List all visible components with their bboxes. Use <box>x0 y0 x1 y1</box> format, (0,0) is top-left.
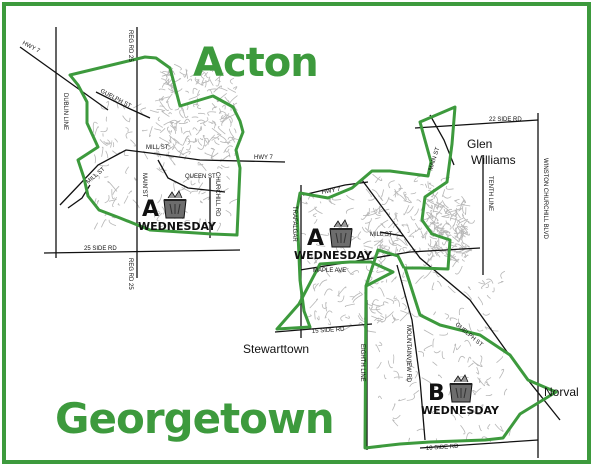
georgetown-zone-a: A WEDNESDAY <box>294 219 373 262</box>
georgetown-zone-b: B WEDNESDAY <box>421 374 500 417</box>
recycling-bin-icon <box>163 190 187 219</box>
label-eighth-line: EIGHTH LINE <box>359 344 365 382</box>
label-winston-churchill: WINSTON CHURCHILL BLVD <box>542 158 548 240</box>
acton-boundary <box>68 55 245 237</box>
place-stewarttown: Stewarttown <box>243 342 309 356</box>
place-williams: Williams <box>471 153 516 167</box>
label-reg-rd-25-bottom: REG RD 25 <box>127 258 133 290</box>
label-maple-ave: MAPLE AVE <box>313 268 346 274</box>
label-hwy-7: HWY 7 <box>321 187 341 196</box>
recycling-bin-icon <box>449 374 473 403</box>
road-maple-ave <box>299 247 481 271</box>
acton-major-roads <box>19 27 286 278</box>
label-main-st: MAIN ST <box>141 173 147 198</box>
label-hwy-7-nw: HWY 7 <box>21 40 41 54</box>
georgetown-title: Georgetown <box>55 394 335 443</box>
label-reg-rd-25-top: REG RD 25 <box>127 30 133 62</box>
road-queen-st <box>157 159 226 193</box>
road-mill-st <box>379 231 404 237</box>
label-mill-st: MILL ST <box>146 145 169 151</box>
road-guelph-st <box>361 179 561 421</box>
label-mountainview: MOUNTAINVIEW RD <box>405 325 411 383</box>
zone-day: WEDNESDAY <box>138 220 217 233</box>
zone-letter: B <box>428 381 445 406</box>
acton-title: Acton <box>193 40 319 86</box>
label-10-side-rd: 10 SIDE RD <box>426 444 460 452</box>
zone-day: WEDNESDAY <box>421 404 500 417</box>
label-tenth-line: TENTH LINE <box>487 176 493 211</box>
place-norval: Norval <box>544 385 579 399</box>
road-10-side-rd <box>419 439 539 449</box>
label-25-side-rd: 25 SIDE RD <box>84 246 117 252</box>
road-22-side-rd <box>414 119 539 129</box>
road-25-side-rd <box>43 249 241 254</box>
label-trafalgar: TRAFALGAR <box>291 206 297 242</box>
zone-letter: A <box>142 197 159 222</box>
zone-letter: A <box>307 226 324 251</box>
road-15-side-rd <box>274 323 373 333</box>
label-dublin-line: DUBLIN LINE <box>62 93 68 130</box>
label-15-side-rd: 15 SIDE RD <box>312 327 346 335</box>
label-churchill-rd: CHURCHILL RD <box>214 172 220 217</box>
place-glen: Glen <box>467 137 492 151</box>
label-mill-st-west: MILL ST <box>85 166 106 185</box>
zone-day: WEDNESDAY <box>294 249 373 262</box>
label-22-side-rd: 22 SIDE RD <box>489 117 522 123</box>
georgetown-place-labels: Glen Williams Stewarttown Norval <box>243 137 579 399</box>
acton-zone-a: A WEDNESDAY <box>138 190 217 233</box>
road-hwy-7-nw <box>19 46 109 111</box>
road-guelph-st <box>95 91 151 119</box>
zone-divider <box>364 248 406 287</box>
label-mill-st: MILL ST <box>370 232 393 238</box>
georgetown-boundary <box>275 105 558 450</box>
road-hwy-7-mill-st <box>59 149 286 206</box>
road-hwy-7 <box>302 181 369 196</box>
road-mountainview <box>396 264 426 441</box>
label-hwy-7-east: HWY 7 <box>254 155 274 161</box>
label-queen-st: QUEEN ST <box>185 174 216 180</box>
